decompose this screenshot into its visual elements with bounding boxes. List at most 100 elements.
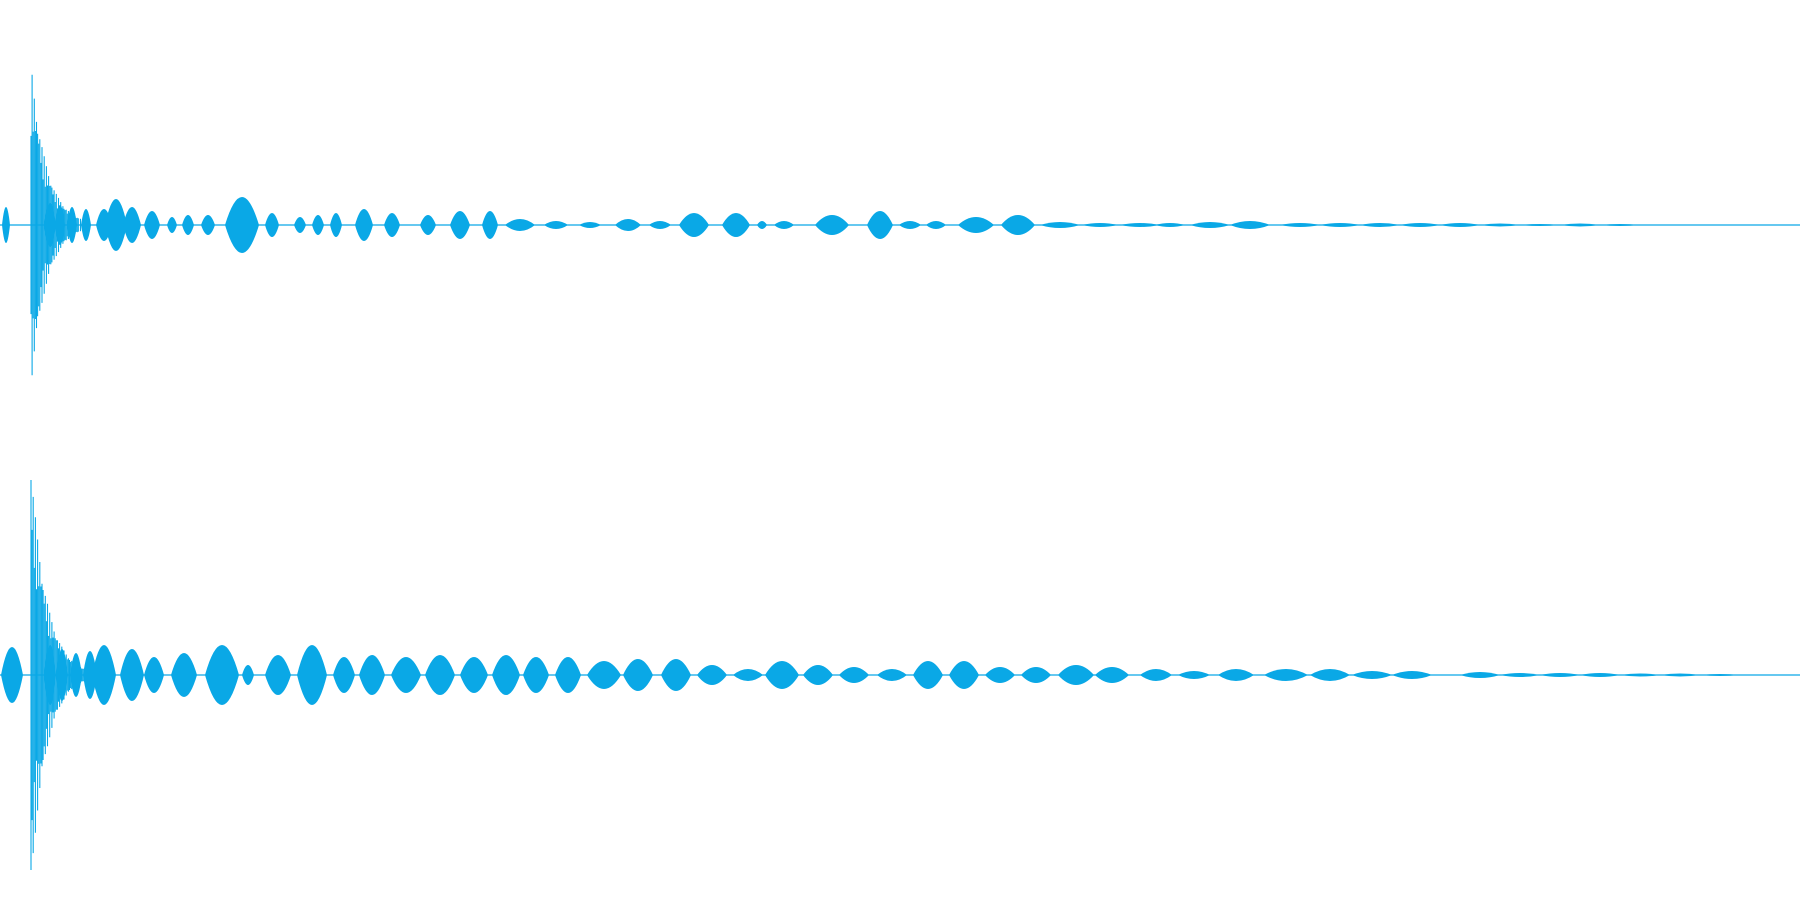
- waveform-lobe: [722, 213, 750, 237]
- waveform-lobe: [420, 215, 436, 235]
- waveform-lobe: [167, 217, 177, 233]
- waveform-lobe: [1700, 674, 1740, 676]
- waveform-lobe: [1460, 672, 1500, 678]
- waveform-lobe: [1480, 223, 1520, 227]
- waveform-lobe: [330, 213, 342, 237]
- waveform-lobe: [1660, 673, 1700, 677]
- waveform-lobe: [1264, 669, 1308, 681]
- waveform-lobe: [1440, 223, 1480, 227]
- waveform-lobe: [482, 211, 498, 239]
- waveform-lobe: [505, 219, 535, 231]
- waveform-lobe: [1320, 223, 1360, 227]
- waveform-lobe: [67, 207, 77, 243]
- waveform-lobe: [1178, 671, 1210, 679]
- waveform-lobe: [205, 645, 239, 705]
- waveform-channel-1: [0, 74, 1800, 376]
- waveform-lobe: [171, 653, 197, 697]
- waveform-lobe: [1520, 224, 1560, 226]
- waveform-lobe: [1001, 215, 1035, 235]
- waveform-lobe: [803, 665, 833, 685]
- waveform-lobe: [1021, 667, 1051, 683]
- waveform-lobe: [242, 665, 254, 685]
- waveform-lobe: [225, 197, 259, 253]
- waveform-lobe: [774, 221, 794, 229]
- waveform-lobe: [587, 661, 621, 689]
- waveform-lobe: [1352, 671, 1392, 679]
- waveform-lobe: [765, 661, 799, 689]
- waveform-lobe: [144, 211, 160, 239]
- waveform-lobe: [492, 655, 520, 695]
- waveform-lobe: [1082, 223, 1118, 227]
- waveform-lobe: [623, 659, 653, 691]
- waveform-lobe: [355, 209, 373, 241]
- waveform-lobe: [867, 211, 893, 239]
- waveform-lobe: [1310, 669, 1350, 681]
- waveform-lobe: [1, 647, 23, 703]
- waveform-lobe: [297, 645, 327, 705]
- waveform-lobe: [615, 219, 641, 231]
- waveform-lobe: [123, 207, 141, 243]
- waveform-lobe: [815, 215, 849, 235]
- waveform-lobe: [1120, 223, 1160, 227]
- waveform-lobe: [144, 657, 164, 693]
- waveform-lobe: [265, 655, 291, 695]
- waveform-lobe: [1620, 673, 1660, 677]
- waveform-lobe: [201, 215, 215, 235]
- waveform-lobe: [523, 657, 549, 693]
- waveform-lobe: [1600, 224, 1640, 226]
- waveform-lobe: [1392, 671, 1432, 679]
- waveform-lobe: [1058, 665, 1094, 685]
- waveform-lobe: [384, 213, 400, 237]
- waveform-lobe: [697, 665, 727, 685]
- waveform-lobe: [1360, 223, 1400, 227]
- waveform-lobe: [1500, 673, 1540, 677]
- waveform-lobe: [391, 657, 421, 693]
- waveform-lobe: [56, 649, 68, 701]
- waveform-lobe: [1155, 223, 1185, 227]
- waveform-lobe: [105, 199, 127, 251]
- waveform-lobe: [958, 217, 994, 233]
- waveform-lobe: [661, 659, 691, 691]
- waveform-lobe: [83, 651, 97, 699]
- waveform-lobe: [1400, 223, 1440, 227]
- waveform-lobe: [44, 203, 56, 247]
- waveform-lobe: [1560, 223, 1600, 227]
- waveform-lobe: [55, 205, 65, 245]
- waveform-lobe: [555, 657, 581, 693]
- waveform-lobe: [44, 645, 56, 705]
- waveform-lobe: [544, 221, 568, 229]
- waveform-lobe: [425, 655, 455, 695]
- waveform-lobe: [649, 221, 671, 229]
- waveform-lobe: [1280, 223, 1320, 227]
- waveform-lobe: [1040, 222, 1080, 228]
- waveform-lobe: [1095, 667, 1129, 683]
- waveform-lobe: [294, 217, 306, 233]
- waveform-lobe: [839, 667, 869, 683]
- waveform-lobe: [1230, 221, 1270, 229]
- waveform-lobe: [450, 211, 470, 239]
- waveform-lobe: [2, 207, 10, 243]
- waveform-lobe: [1540, 673, 1580, 677]
- waveform-lobe: [926, 221, 946, 229]
- waveform-lobe: [265, 213, 279, 237]
- waveform-lobe: [757, 221, 767, 229]
- waveform-lobe: [70, 653, 82, 697]
- waveform-lobe: [877, 669, 907, 681]
- waveform-lobe: [333, 657, 355, 693]
- waveform-lobe: [579, 222, 601, 228]
- waveform-channel-2: [0, 480, 1800, 870]
- waveform-lobe: [81, 209, 91, 241]
- waveform-lobe: [182, 215, 194, 235]
- waveform-lobe: [120, 649, 144, 701]
- waveform-lobe: [899, 221, 921, 229]
- waveform-lobe: [913, 661, 943, 689]
- waveform-lobe: [1140, 669, 1172, 681]
- waveform-lobe: [460, 657, 488, 693]
- waveform-lobe: [679, 213, 709, 237]
- waveform-lobe: [1580, 673, 1620, 677]
- waveform-lobe: [1218, 669, 1254, 681]
- waveform-lobe: [359, 655, 385, 695]
- waveform-lobe: [949, 661, 979, 689]
- waveform-lobe: [733, 669, 763, 681]
